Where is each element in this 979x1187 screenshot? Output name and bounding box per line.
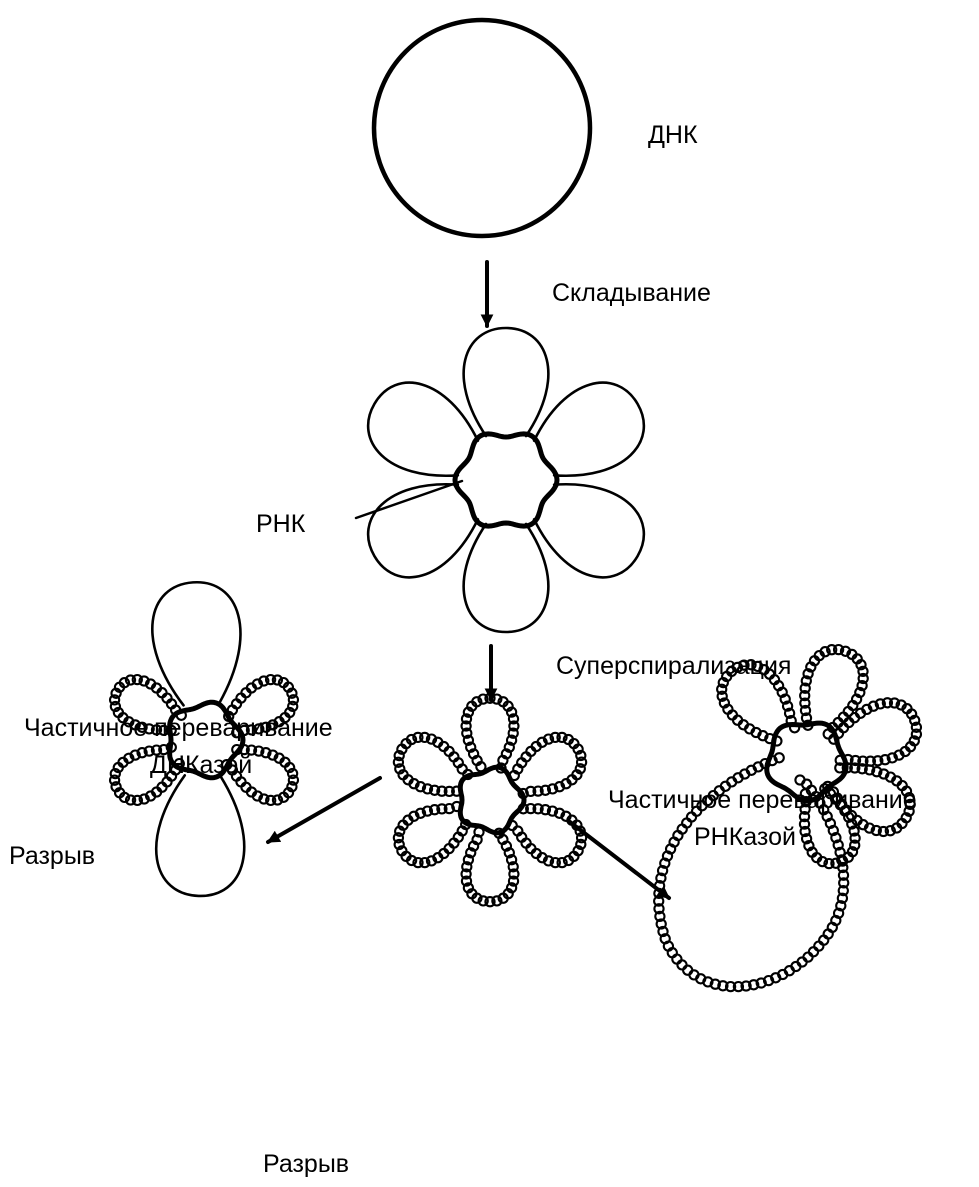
dna-loop bbox=[368, 484, 478, 577]
dna-loop bbox=[368, 383, 478, 476]
rnase-product bbox=[654, 645, 921, 991]
folded-loops bbox=[368, 328, 644, 632]
label-rnase-line1: Частичное переваривание bbox=[608, 786, 917, 814]
label-break-bottom: Разрыв bbox=[263, 1150, 349, 1178]
rna-pointer-line bbox=[356, 481, 462, 518]
dna-loop bbox=[464, 524, 549, 632]
relaxed-loop-top bbox=[152, 582, 240, 705]
label-rnase-line2: РНКазой bbox=[694, 823, 796, 851]
coil-turn bbox=[677, 960, 686, 969]
rna-core bbox=[455, 434, 557, 526]
label-dna: ДНК bbox=[648, 121, 698, 149]
supercoiled-loops bbox=[394, 694, 586, 907]
label-folding: Складывание bbox=[552, 279, 711, 307]
relaxed-loop-bottom bbox=[156, 775, 244, 896]
arrow-dnase bbox=[268, 778, 380, 842]
dna-loop bbox=[464, 328, 549, 436]
dna-loop bbox=[534, 383, 644, 476]
label-break-top: Разрыв bbox=[9, 842, 95, 870]
dna-loop bbox=[534, 484, 644, 577]
circular-dna bbox=[374, 20, 590, 236]
rna-core bbox=[460, 767, 524, 833]
label-rna: РНК bbox=[256, 510, 306, 538]
coil-turn bbox=[809, 947, 818, 956]
